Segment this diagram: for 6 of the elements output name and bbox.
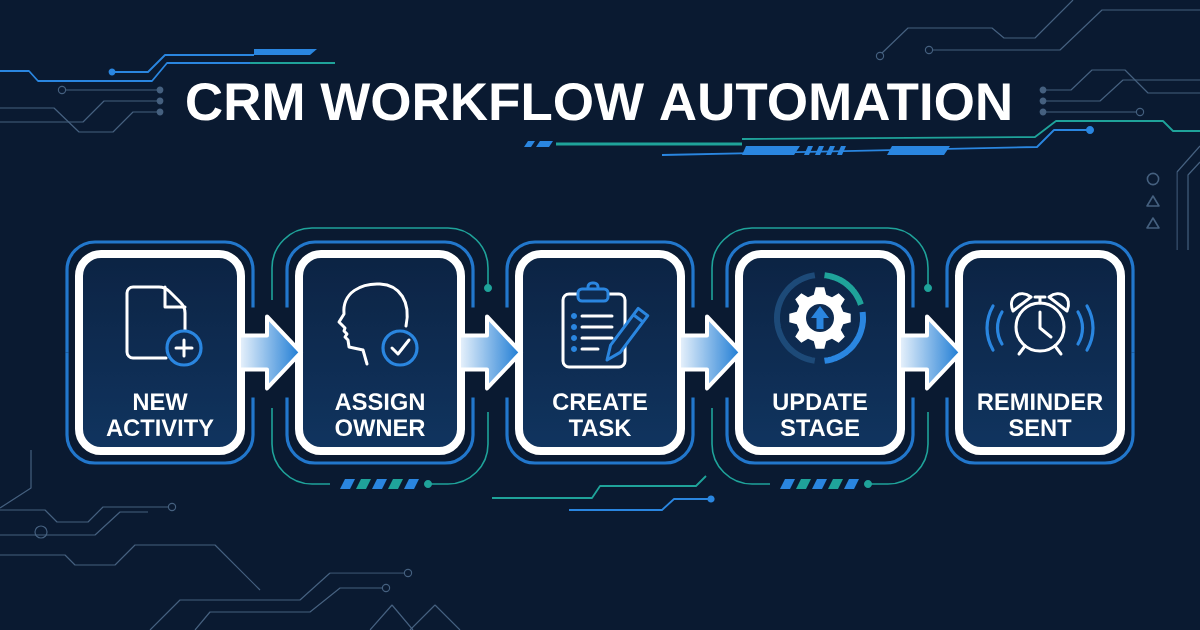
process-box: UPDATE STAGE	[725, 240, 915, 465]
process-box: CREATE TASK	[505, 240, 695, 465]
title: CRM WORKFLOW AUTOMATION	[187, 83, 1010, 121]
process-box: ASSIGN OWNER	[285, 240, 475, 465]
process-box: REMINDER SENT	[945, 240, 1135, 465]
process-box: NEW ACTIVITY	[65, 240, 255, 465]
